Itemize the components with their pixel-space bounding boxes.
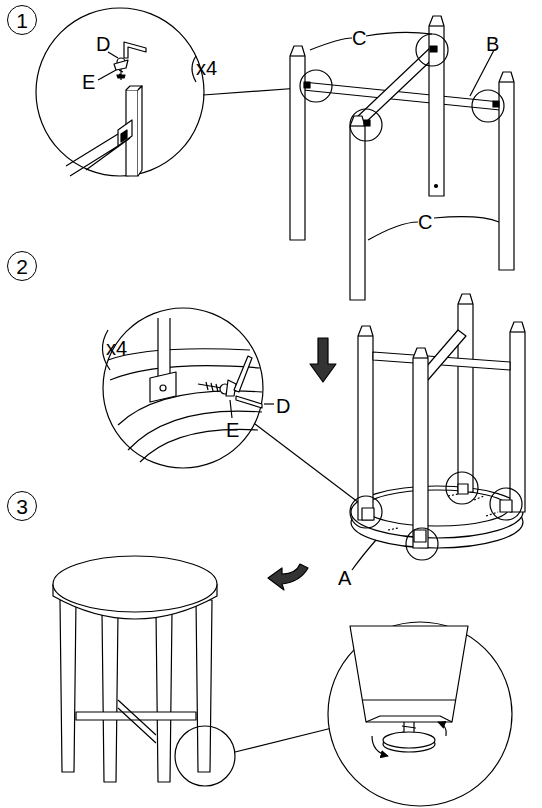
step-number-text: 3 — [16, 496, 28, 517]
part-label: E — [82, 72, 95, 92]
upside-down-assembly — [350, 294, 525, 570]
step-number-text: 1 — [16, 10, 28, 31]
part-label: C — [418, 212, 432, 232]
step-number: 3 — [7, 491, 37, 521]
part-label: x4 — [106, 338, 127, 358]
part-label: D — [96, 34, 110, 54]
step-number: 2 — [7, 251, 37, 281]
part-label: A — [338, 568, 351, 588]
detail-view — [36, 8, 300, 176]
part-label: E — [226, 420, 239, 440]
leveler-detail — [328, 622, 512, 806]
step-number: 1 — [7, 5, 37, 35]
step-number-text: 2 — [16, 256, 28, 277]
part-label: C — [352, 28, 366, 48]
part-label: D — [276, 396, 290, 416]
direction-arrow — [310, 338, 336, 382]
table-frame — [290, 16, 514, 300]
part-label: B — [486, 34, 499, 54]
detail-view — [102, 308, 408, 540]
flip-arrow — [268, 564, 308, 590]
finished-table — [53, 556, 332, 786]
part-label: x4 — [196, 58, 217, 78]
